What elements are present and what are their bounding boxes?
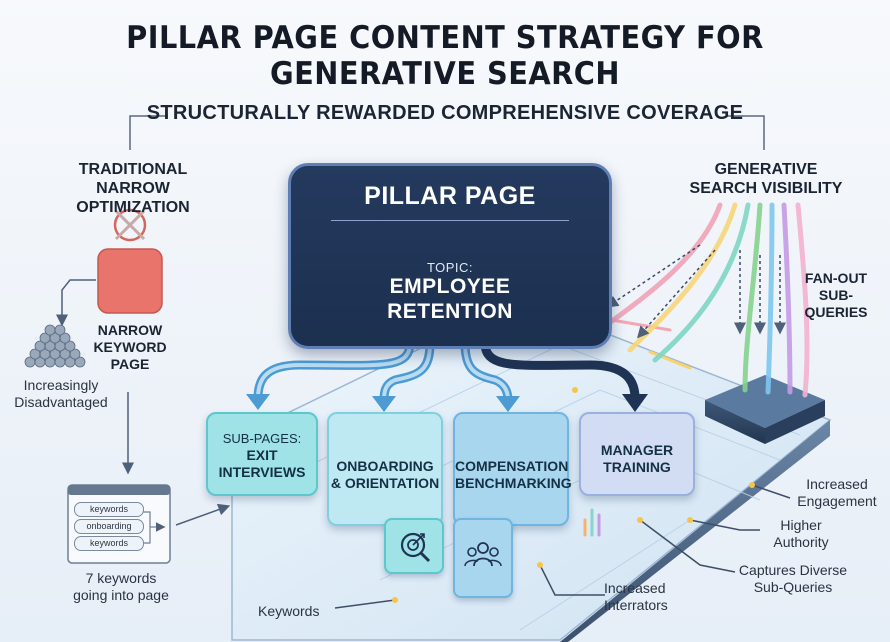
subpage-card-compensation: COMPENSATION BENCHMARKING <box>453 412 572 526</box>
generative-heading: GENERATIVE SEARCH VISIBILITY <box>668 160 864 198</box>
disadvantaged-note: Increasingly Disadvantaged <box>6 377 116 411</box>
fan-out-beams <box>597 202 810 398</box>
callout-captures: Captures Diverse Sub-Queries <box>728 562 858 596</box>
pillar-page-box: PILLAR PAGE TOPIC: EMPLOYEE RETENTION <box>288 163 612 349</box>
callout-line: Captures Diverse <box>738 562 848 578</box>
fanout-line3: QUERIES <box>804 304 868 320</box>
callout-line: Engagement <box>797 493 877 509</box>
fanout-line2: SUB- <box>818 287 854 303</box>
keyword-chip: keywords <box>74 536 144 551</box>
card-line: SUB-PAGES: <box>222 431 302 446</box>
subpage-card-onboarding: ONBOARDING & ORIENTATION <box>327 412 443 526</box>
fanout-line1: FAN-OUT <box>804 270 868 286</box>
card-line: MANAGER <box>600 442 674 458</box>
page-title: PILLAR PAGE CONTENT STRATEGY FOR GENERAT… <box>126 20 764 92</box>
note-line1: Increasingly <box>23 377 99 393</box>
callout-line: Keywords <box>258 603 320 619</box>
callout-line: Increased <box>604 580 666 596</box>
target-search-icon <box>400 532 431 563</box>
note-line2: Disadvantaged <box>14 394 108 410</box>
stack-icon <box>24 324 86 368</box>
pillar-divider <box>331 220 569 221</box>
fan-out-tower <box>705 375 825 444</box>
callout-keywords: Keywords <box>258 603 338 620</box>
keyword-chip: onboarding <box>74 519 144 534</box>
card-line: COMPENSATION <box>455 458 569 474</box>
arrow-heads <box>246 394 648 412</box>
traditional-heading: TRADITIONAL NARROW OPTIMIZATION <box>38 160 228 217</box>
callout-authority: Higher Authority <box>756 517 846 551</box>
callout-line: Sub-Queries <box>753 579 833 595</box>
pillar-topic: EMPLOYEE RETENTION <box>291 274 609 324</box>
fan-out-label: FAN-OUT SUB- QUERIES <box>796 270 876 321</box>
target-search-tile <box>384 518 444 574</box>
pillar-topic-label: TOPIC: <box>426 260 474 275</box>
card-line: TRAINING <box>603 459 671 475</box>
generative-heading-line1: GENERATIVE <box>714 161 818 178</box>
pillar-to-subpage-arrows <box>253 338 640 405</box>
card-line: ONBOARDING <box>336 458 434 474</box>
group-tile <box>453 518 513 598</box>
card-line: BENCHMARKING <box>455 475 572 491</box>
callout-line: Authority <box>773 534 829 550</box>
keywords-caption-line1: 7 keywords <box>85 570 157 586</box>
subtitle: STRUCTURALLY REWARDED COMPREHENSIVE COVE… <box>146 102 744 124</box>
keywords-caption-line2: going into page <box>73 587 169 603</box>
keywords-list: keywords onboarding keywords <box>74 502 144 551</box>
subpage-card-exit-interviews: SUB-PAGES: EXIT INTERVIEWS <box>206 412 318 496</box>
card-line: EXIT <box>246 447 278 463</box>
narrow-label-line1: NARROW <box>97 322 163 338</box>
card-line: INTERVIEWS <box>218 464 306 480</box>
callout-engagement: Increased Engagement <box>786 476 888 510</box>
traditional-heading-line1: TRADITIONAL <box>78 161 188 178</box>
keyword-chip: keywords <box>74 502 144 517</box>
narrow-keyword-page <box>97 248 163 314</box>
subtitle-bracket <box>129 115 765 150</box>
generative-heading-line2: SEARCH VISIBILITY <box>689 180 843 197</box>
callout-line: Interrators <box>604 597 668 613</box>
subpage-card-manager-training: MANAGER TRAINING <box>579 412 695 496</box>
pillar-topic-line1: EMPLOYEE <box>389 275 511 298</box>
callout-leaders <box>334 484 791 609</box>
traditional-heading-line2: NARROW OPTIMIZATION <box>76 180 190 216</box>
narrow-label-line3: PAGE <box>110 356 150 372</box>
narrow-keyword-label: NARROW KEYWORD PAGE <box>90 322 170 373</box>
callout-line: Higher <box>780 517 822 533</box>
pillar-title: PILLAR PAGE <box>364 182 536 210</box>
platform-glow-lines <box>583 316 692 537</box>
card-line: & ORIENTATION <box>330 475 440 491</box>
pillar-topic-line2: RETENTION <box>387 300 513 323</box>
keywords-caption: 7 keywords going into page <box>46 570 196 604</box>
x-icon <box>113 208 147 242</box>
group-icon <box>464 542 502 567</box>
glow-dots <box>392 387 755 603</box>
narrow-label-line2: KEYWORD <box>93 339 167 355</box>
left-flow-arrows <box>56 279 231 526</box>
callout-interrators: Increased Interrators <box>604 580 694 614</box>
callout-line: Increased <box>806 476 868 492</box>
fan-out-dotted-arrows <box>606 244 786 339</box>
